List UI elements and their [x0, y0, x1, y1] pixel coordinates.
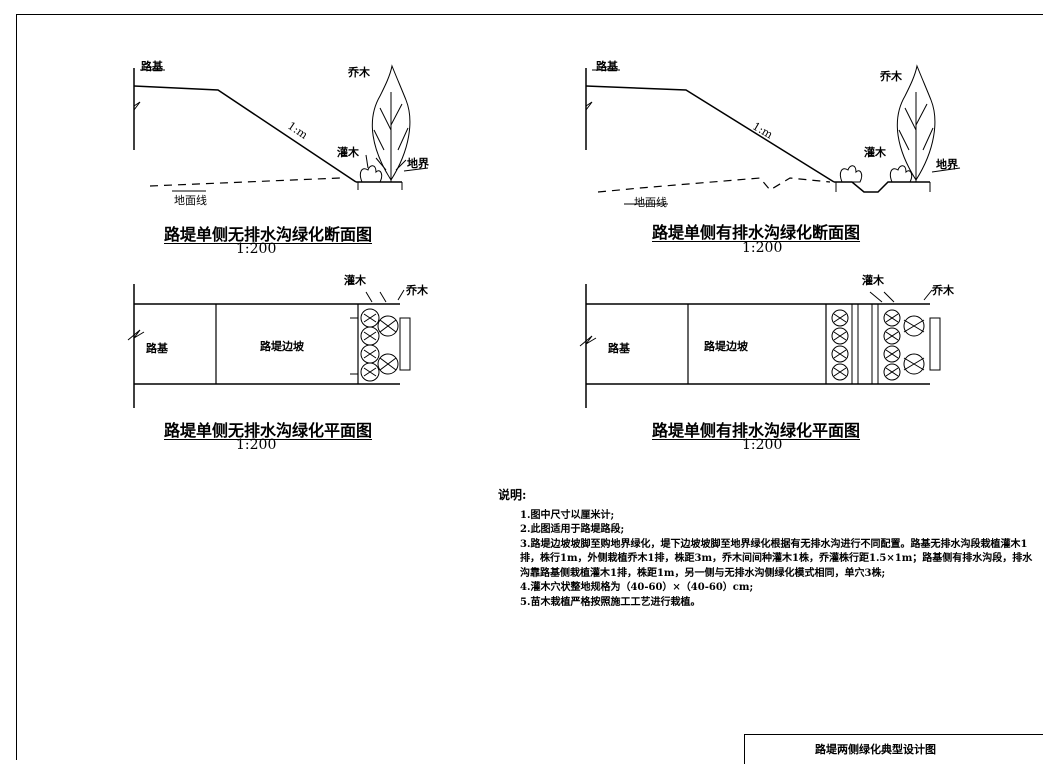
shrub-drawing-right [839, 165, 913, 183]
note-item: 2.此图适用于路堤路段; [520, 524, 625, 535]
slope-label: 路堤边坡 [704, 340, 748, 353]
note-item: 3.路堤边坡坡脚至购地界绿化，堤下边坡坡脚至地界绿化根据有无排水沟进行不同配置。… [520, 538, 1033, 579]
section-right-drawing [585, 68, 961, 205]
boundary-label: 地界 [407, 157, 429, 170]
boundary-label: 地界 [936, 158, 958, 171]
tree-label: 乔木 [348, 66, 370, 79]
note-item: 4.灌木穴状整地规格为（40-60）×（40-60）cm; [520, 582, 754, 593]
shrub-label: 灌木 [864, 146, 886, 159]
subgrade-label: 路基 [596, 60, 618, 73]
section-right-title: 路堤单侧有排水沟绿化断面图 [652, 223, 861, 242]
ground-line-label: 地面线 [634, 196, 667, 209]
plan-right-scale: 1:200 [742, 437, 783, 453]
shrub-drawing-left [359, 154, 383, 183]
section-right-scale: 1:200 [742, 240, 783, 256]
plan-left-plants [360, 289, 405, 382]
section-left-title: 路堤单侧无排水沟绿化断面图 [164, 225, 373, 244]
notes-block: 说明: 1.图中尺寸以厘米计; 2.此图适用于路堤路段; 3.路堤边坡坡脚至购地… [498, 488, 1040, 610]
tree-label: 乔木 [932, 284, 954, 297]
tree-label: 乔木 [406, 284, 428, 297]
note-item: 1.图中尺寸以厘米计; [520, 509, 615, 521]
drawing-frame [16, 14, 1043, 760]
shrub-label: 灌木 [344, 274, 366, 287]
notes-heading: 说明: [498, 488, 527, 502]
subgrade-label: 路基 [146, 342, 168, 355]
section-left-scale: 1:200 [236, 241, 277, 257]
plan-left-scale: 1:200 [236, 437, 277, 453]
plan-left-title: 路堤单侧无排水沟绿化平面图 [164, 421, 373, 440]
plan-right-title: 路堤单侧有排水沟绿化平面图 [652, 421, 861, 440]
tree-drawing-right [896, 64, 936, 182]
tree-label: 乔木 [880, 70, 902, 83]
shrub-label: 灌木 [862, 274, 884, 287]
subgrade-label: 路基 [608, 342, 630, 355]
note-item: 5.苗木栽植严格按照施工工艺进行栽植。 [520, 596, 701, 608]
drawing-title: 路堤两侧绿化典型设计图 [815, 743, 936, 756]
slope-label: 路堤边坡 [260, 340, 304, 353]
plan-right-drawing [579, 284, 941, 408]
plan-right-plants [831, 289, 933, 381]
shrub-label: 灌木 [337, 146, 359, 159]
title-block: 路堤两侧绿化典型设计图 [744, 734, 1043, 764]
plan-left-drawing [127, 284, 411, 408]
section-left-drawing [133, 68, 429, 192]
subgrade-label: 路基 [141, 60, 163, 73]
tree-drawing-left [371, 64, 411, 182]
ground-line-label: 地面线 [174, 194, 207, 207]
